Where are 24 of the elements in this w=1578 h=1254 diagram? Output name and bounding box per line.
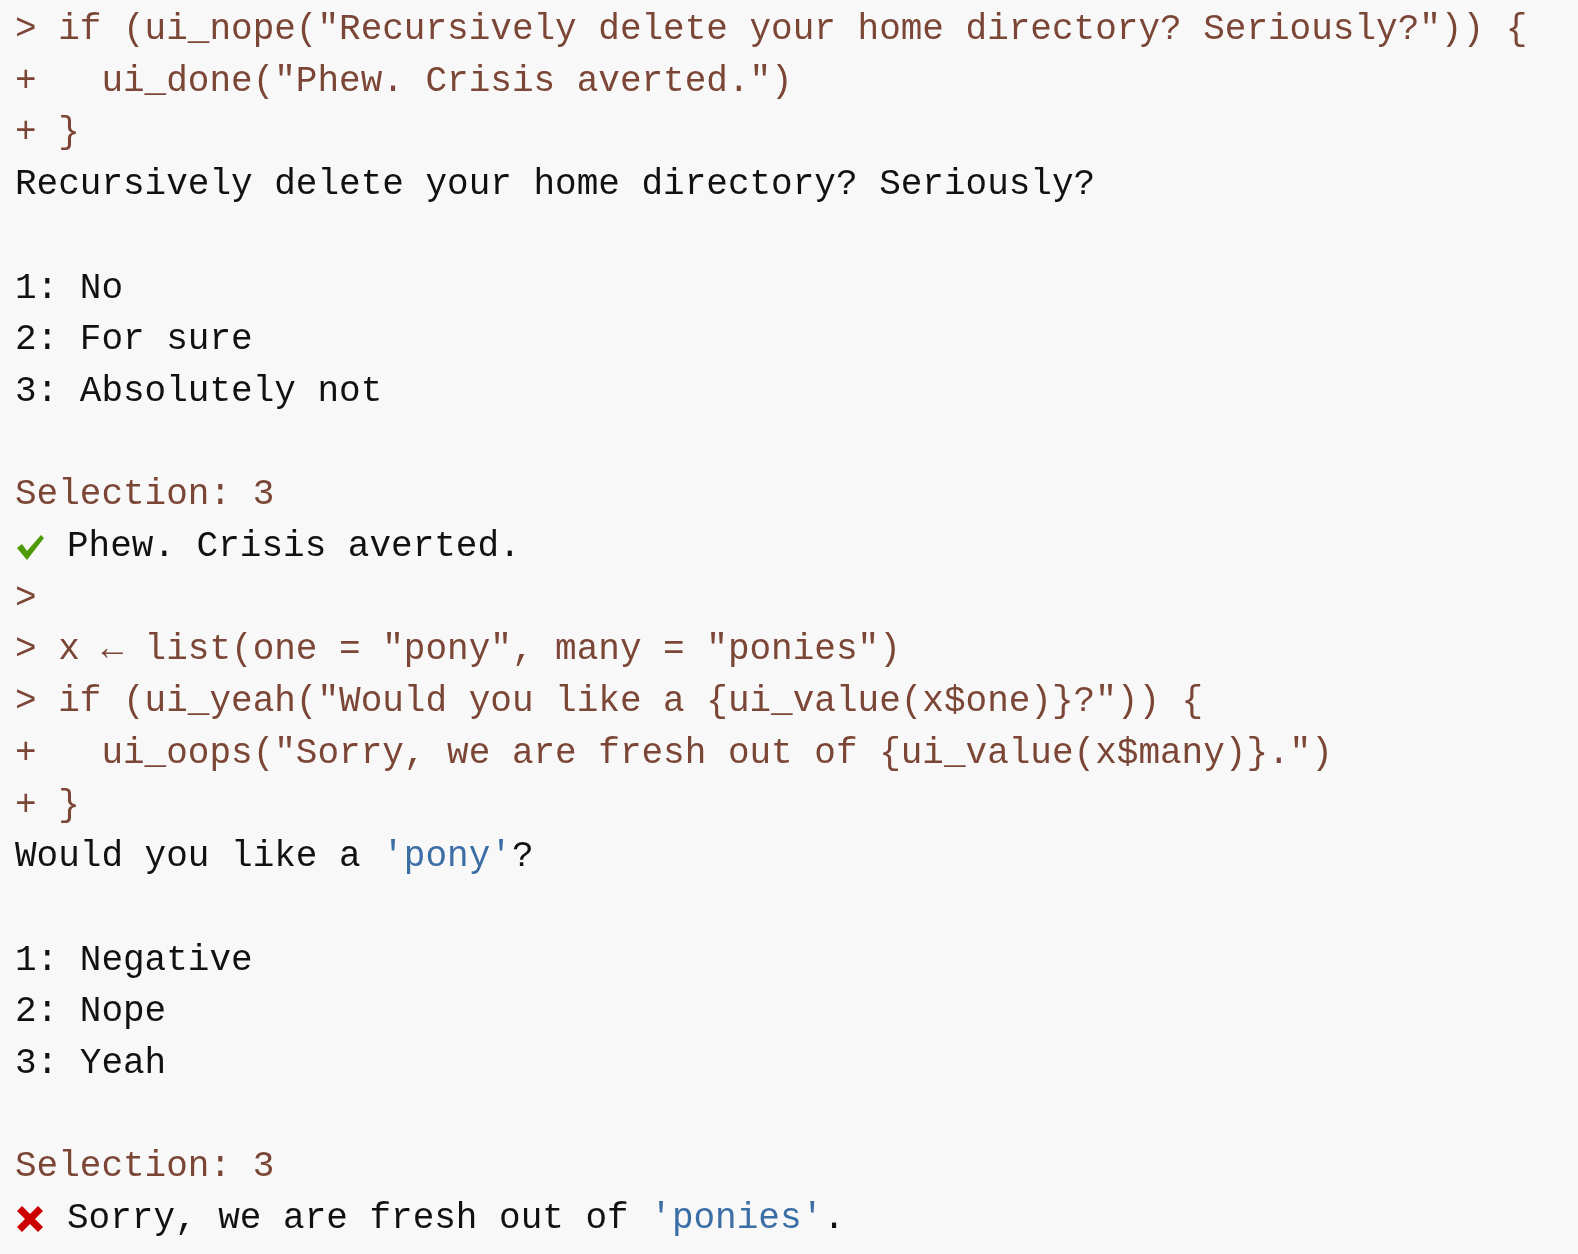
- code-line: + }: [15, 783, 80, 828]
- highlighted-value: 'ponies': [650, 1197, 824, 1242]
- console-output: 1: No: [15, 266, 124, 311]
- console-output: Would you like a: [15, 835, 361, 880]
- console-output: Phew. Crisis averted.: [67, 525, 521, 569]
- code-line: > if (ui_yeah("Would you like a {ui_value(x$one)}?")) {: [15, 680, 1204, 725]
- highlighted-value: 'pony': [382, 835, 512, 880]
- console-output: 2: Nope: [15, 990, 167, 1035]
- console-output: Recursively delete your home directory? Seriously?: [15, 163, 1096, 208]
- console-output: 3: Yeah: [15, 1042, 167, 1086]
- code-line: + }: [15, 111, 80, 156]
- code-line: > if (ui_nope("Recursively delete your home directory? Seriously?")) {: [15, 8, 1528, 52]
- console-output: 1: Negative: [15, 938, 253, 983]
- console-output: .: [823, 1197, 845, 1242]
- code-line: >: [15, 576, 37, 621]
- console-output: Sorry, we are fresh out of: [67, 1197, 629, 1242]
- console-output: 3: Absolutely not: [15, 369, 383, 414]
- code-line: Selection: 3: [15, 1145, 275, 1190]
- console-output: 2: For sure: [15, 318, 253, 363]
- code-line: + ui_done("Phew. Crisis averted."): [15, 59, 793, 104]
- code-line: + ui_oops("Sorry, we are fresh out of {ui_value(x$many)}."): [15, 731, 1333, 776]
- code-line: > x ← list(one = "pony", many = "ponies"): [15, 628, 901, 673]
- code-line: Selection: 3: [15, 473, 275, 518]
- console-output: ?: [511, 835, 534, 880]
